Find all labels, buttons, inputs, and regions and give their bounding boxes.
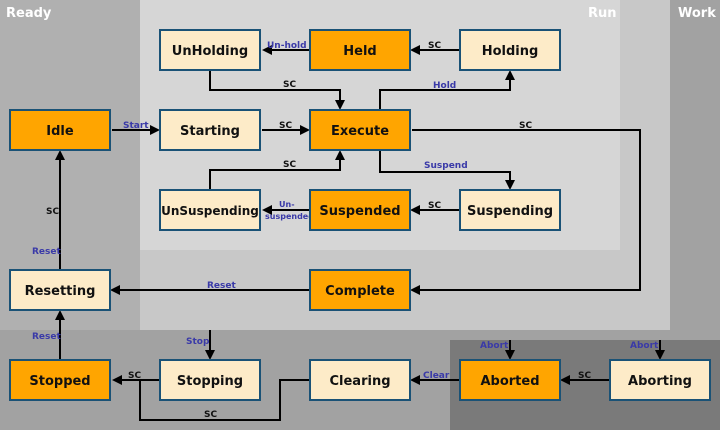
edge-label-resetting-sc: SC xyxy=(46,207,59,217)
state-box xyxy=(459,29,561,71)
state-box xyxy=(309,109,411,151)
state-label: Complete xyxy=(325,284,395,299)
state-box xyxy=(159,29,261,71)
edge-label-stopping-sc-bottom: SC xyxy=(204,410,217,420)
state-box xyxy=(609,359,711,401)
state-unholding[interactable]: UnHolding xyxy=(159,29,261,71)
state-box xyxy=(159,109,261,151)
edge-execute-to-holding xyxy=(379,70,515,110)
states: UnHolding Held Holding Idle Starting Exe… xyxy=(9,29,711,401)
work-region xyxy=(670,0,720,340)
edge-label-abort-left: Abort xyxy=(480,341,509,351)
state-box xyxy=(159,359,261,401)
edge-labels: Un-hold SC SC Hold Start SC SC SC Suspen… xyxy=(32,41,659,420)
edge-label-stop: Stop xyxy=(186,337,210,347)
state-unsuspending[interactable]: UnSuspending xyxy=(159,189,261,231)
region-label-work: Work xyxy=(678,6,716,21)
region-label-ready: Ready xyxy=(6,6,52,21)
state-holding[interactable]: Holding xyxy=(459,29,561,71)
state-held[interactable]: Held xyxy=(309,29,411,71)
state-idle[interactable]: Idle xyxy=(9,109,111,151)
state-label: UnSuspending xyxy=(161,204,259,218)
state-box xyxy=(9,269,111,311)
state-box xyxy=(459,359,561,401)
state-box xyxy=(309,359,411,401)
state-label: Suspended xyxy=(319,204,400,219)
state-label: Aborting xyxy=(628,374,692,389)
edge-label-complete-reset: Reset xyxy=(207,281,236,291)
state-label: Stopped xyxy=(29,374,90,389)
state-complete[interactable]: Complete xyxy=(309,269,411,311)
edge-label-hold: Hold xyxy=(433,81,456,91)
state-suspended[interactable]: Suspended xyxy=(309,189,411,231)
edge-label-suspending-sc: SC xyxy=(428,201,441,211)
state-box xyxy=(309,189,411,231)
state-label: Suspending xyxy=(467,204,553,219)
state-label: Clearing xyxy=(329,374,390,389)
edges xyxy=(55,45,665,421)
state-box xyxy=(159,189,261,231)
state-label: Stopping xyxy=(177,374,243,389)
state-box xyxy=(459,189,561,231)
state-label: UnHolding xyxy=(172,44,248,59)
edge-label-execute-sc: SC xyxy=(519,121,532,131)
edge-label-unsuspending-sc: SC xyxy=(283,160,296,170)
state-box xyxy=(9,359,111,401)
edge-label-unhold: Un-hold xyxy=(267,41,307,51)
state-aborted[interactable]: Aborted xyxy=(459,359,561,401)
state-label: Starting xyxy=(180,124,240,139)
state-stopped[interactable]: Stopped xyxy=(9,359,111,401)
state-box xyxy=(309,269,411,311)
state-box xyxy=(309,29,411,71)
edge-unsuspending-to-execute xyxy=(209,150,345,190)
edge-label-start: Start xyxy=(123,121,149,131)
edge-execute-to-suspending xyxy=(379,150,515,190)
state-label: Aborted xyxy=(480,374,539,389)
state-label: Holding xyxy=(482,44,539,59)
edge-label-aborting-sc: SC xyxy=(578,371,591,381)
edge-unholding-to-execute xyxy=(209,70,345,110)
edge-label-unsuspend-line1: Un- xyxy=(279,200,295,209)
state-box xyxy=(9,109,111,151)
edge-label-starting-sc: SC xyxy=(279,121,292,131)
edge-label-reset-to-idle: Reset xyxy=(32,247,61,257)
edge-label-suspend: Suspend xyxy=(424,161,468,171)
state-label: Idle xyxy=(46,124,74,139)
edge-label-clear: Clear xyxy=(423,371,450,381)
edge-label-unsuspend-line2: suspended xyxy=(265,212,314,221)
state-resetting[interactable]: Resetting xyxy=(9,269,111,311)
edge-label-stopped-reset: Reset xyxy=(32,332,61,342)
state-suspending[interactable]: Suspending xyxy=(459,189,561,231)
state-stopping[interactable]: Stopping xyxy=(159,359,261,401)
region-label-run: Run xyxy=(588,6,617,21)
state-aborting[interactable]: Aborting xyxy=(609,359,711,401)
edge-clearing-to-stopping xyxy=(139,379,310,421)
state-execute[interactable]: Execute xyxy=(309,109,411,151)
state-clearing[interactable]: Clearing xyxy=(309,359,411,401)
edge-label-stopping-sc: SC xyxy=(128,371,141,381)
state-label: Held xyxy=(343,44,376,59)
edge-execute-to-complete xyxy=(410,129,641,295)
state-label: Resetting xyxy=(25,284,96,299)
edge-label-held-sc: SC xyxy=(428,41,441,51)
state-starting[interactable]: Starting xyxy=(159,109,261,151)
edge-label-abort-right: Abort xyxy=(630,341,659,351)
state-label: Execute xyxy=(331,124,389,139)
edge-label-unholding-sc: SC xyxy=(283,80,296,90)
